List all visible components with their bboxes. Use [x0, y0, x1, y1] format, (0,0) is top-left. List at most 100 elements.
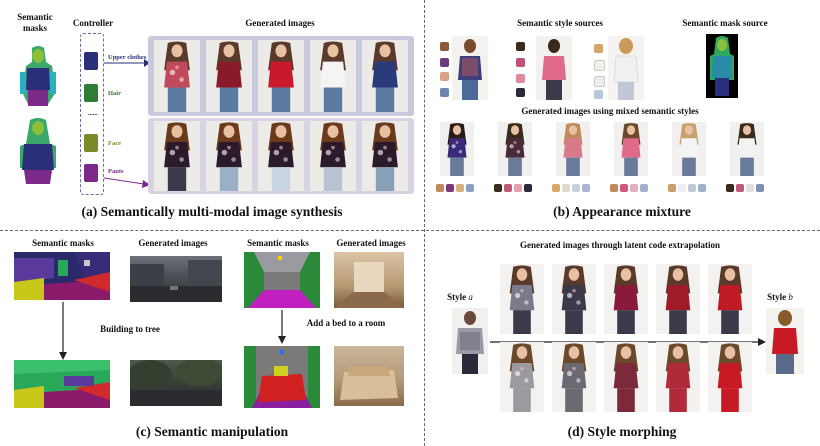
style-a-label: Style a — [440, 292, 480, 302]
source-1-swatch-skin — [440, 72, 449, 81]
morph-bottom-3 — [604, 342, 648, 412]
mixed-5-swatch-4 — [698, 184, 706, 192]
mixed-1-swatch-2 — [446, 184, 454, 192]
style-a-var: a — [468, 292, 473, 302]
city-mask-after — [14, 360, 110, 408]
generated-upper-1 — [154, 40, 200, 112]
mixed-style-image-5 — [672, 122, 706, 176]
generated-pants-1 — [154, 121, 200, 191]
room-photo-after — [334, 346, 404, 406]
mixed-3-swatch-4 — [582, 184, 590, 192]
source-1-swatch-pants — [440, 88, 449, 97]
style-source-image-1 — [452, 36, 488, 100]
op-building-to-tree: Building to tree — [100, 324, 160, 334]
mixed-4-swatch-4 — [640, 184, 648, 192]
mixed-2-swatch-3 — [514, 184, 522, 192]
source-3-swatch-top — [594, 60, 605, 71]
mixed-2-swatch-2 — [504, 184, 512, 192]
panel-a-caption: (a) Semantically multi-modal image synth… — [81, 204, 343, 219]
morph-bottom-1 — [500, 342, 544, 412]
arrow-pants — [104, 177, 150, 188]
source-3-swatch-skin — [594, 76, 605, 87]
style-b-label: Style b — [760, 292, 800, 302]
style-source-image-2 — [536, 36, 572, 100]
source-1-swatch-top — [440, 58, 449, 67]
room-photo-before — [334, 252, 404, 308]
morph-bottom-2 — [552, 342, 596, 412]
mixed-5-swatch-2 — [678, 184, 686, 192]
generated-pants-4 — [310, 121, 356, 191]
mixed-4-swatch-2 — [620, 184, 628, 192]
source-2-swatch-hair — [516, 42, 525, 51]
generated-pants-3 — [258, 121, 304, 191]
mixed-6-swatch-2 — [736, 184, 744, 192]
panel-b-style-sources-label: Semantic style sources — [517, 18, 603, 28]
generated-pants-5 — [362, 121, 408, 191]
op-add-bed: Add a bed to a room — [306, 318, 386, 328]
mixed-4-swatch-1 — [610, 184, 618, 192]
mixed-3-swatch-3 — [572, 184, 580, 192]
panel-d-title: Generated images through latent code ext… — [519, 240, 721, 250]
morph-bottom-5 — [708, 342, 752, 412]
morph-top-2 — [552, 264, 596, 334]
morph-top-3 — [604, 264, 648, 334]
style-source-image-3 — [608, 36, 644, 100]
panel-c-gen-right-label: Generated images — [336, 238, 406, 248]
mixed-2-swatch-1 — [494, 184, 502, 192]
mixed-style-image-6 — [730, 122, 764, 176]
source-2-swatch-skin — [516, 74, 525, 83]
morph-top-5 — [708, 264, 752, 334]
mask-source-image — [706, 34, 738, 98]
mixed-4-swatch-3 — [630, 184, 638, 192]
style-b-text: Style — [767, 292, 787, 302]
panel-b-caption: (b) Appearance mixture — [553, 204, 691, 219]
controller-ellipsis: ...... — [88, 110, 98, 117]
style-b-var: b — [788, 292, 793, 302]
mixed-1-swatch-4 — [466, 184, 474, 192]
generated-pants-2 — [206, 121, 252, 191]
mixed-style-image-3 — [556, 122, 590, 176]
source-2-swatch-top — [516, 58, 525, 67]
mixed-6-swatch-4 — [756, 184, 764, 192]
source-3-swatch-pants — [594, 90, 603, 99]
generated-upper-3 — [258, 40, 304, 112]
horizontal-divider — [0, 230, 820, 231]
semantic-mask-figure-2 — [20, 118, 56, 184]
panel-d-caption: (d) Style morphing — [567, 424, 677, 439]
city-photo-before — [130, 256, 222, 302]
style-a-text: Style — [447, 292, 467, 302]
mixed-3-swatch-1 — [552, 184, 560, 192]
label-hair: Hair — [108, 90, 121, 97]
label-pants: Pants — [108, 168, 124, 175]
mixed-style-image-4 — [614, 122, 648, 176]
controller-pants-swatch[interactable] — [84, 164, 98, 182]
room-mask-before — [244, 252, 320, 308]
panel-a-controller-label: Controller — [72, 18, 114, 28]
source-2-swatch-pants — [516, 88, 525, 97]
panel-c-masks-right-label: Semantic masks — [247, 238, 309, 248]
source-1-swatch-hair — [440, 42, 449, 51]
arrow-building-to-tree — [59, 302, 67, 360]
generated-upper-4 — [310, 40, 356, 112]
controller-frame — [80, 33, 104, 195]
panel-c-caption: (c) Semantic manipulation — [135, 424, 289, 439]
controller-hair-swatch[interactable] — [84, 84, 98, 102]
controller-face-swatch[interactable] — [84, 134, 98, 152]
room-mask-after — [244, 346, 320, 408]
panel-b-mixed-label: Generated images using mixed semantic st… — [521, 106, 699, 116]
mixed-3-swatch-2 — [562, 184, 570, 192]
vertical-divider — [424, 0, 425, 446]
semantic-mask-figure-1 — [20, 46, 56, 106]
morph-top-1 — [500, 264, 544, 334]
generated-upper-2 — [206, 40, 252, 112]
mixed-style-image-2 — [498, 122, 532, 176]
style-a-image — [452, 308, 488, 374]
controller-upper-clothes-swatch[interactable] — [84, 52, 98, 70]
mixed-2-swatch-4 — [524, 184, 532, 192]
label-face: Face — [108, 140, 121, 147]
arrow-add-bed — [278, 310, 286, 344]
style-b-image — [766, 308, 804, 374]
arrow-upper-clothes — [104, 59, 150, 67]
mixed-5-swatch-1 — [668, 184, 676, 192]
panel-a-masks-label: Semantic masks — [17, 12, 53, 33]
